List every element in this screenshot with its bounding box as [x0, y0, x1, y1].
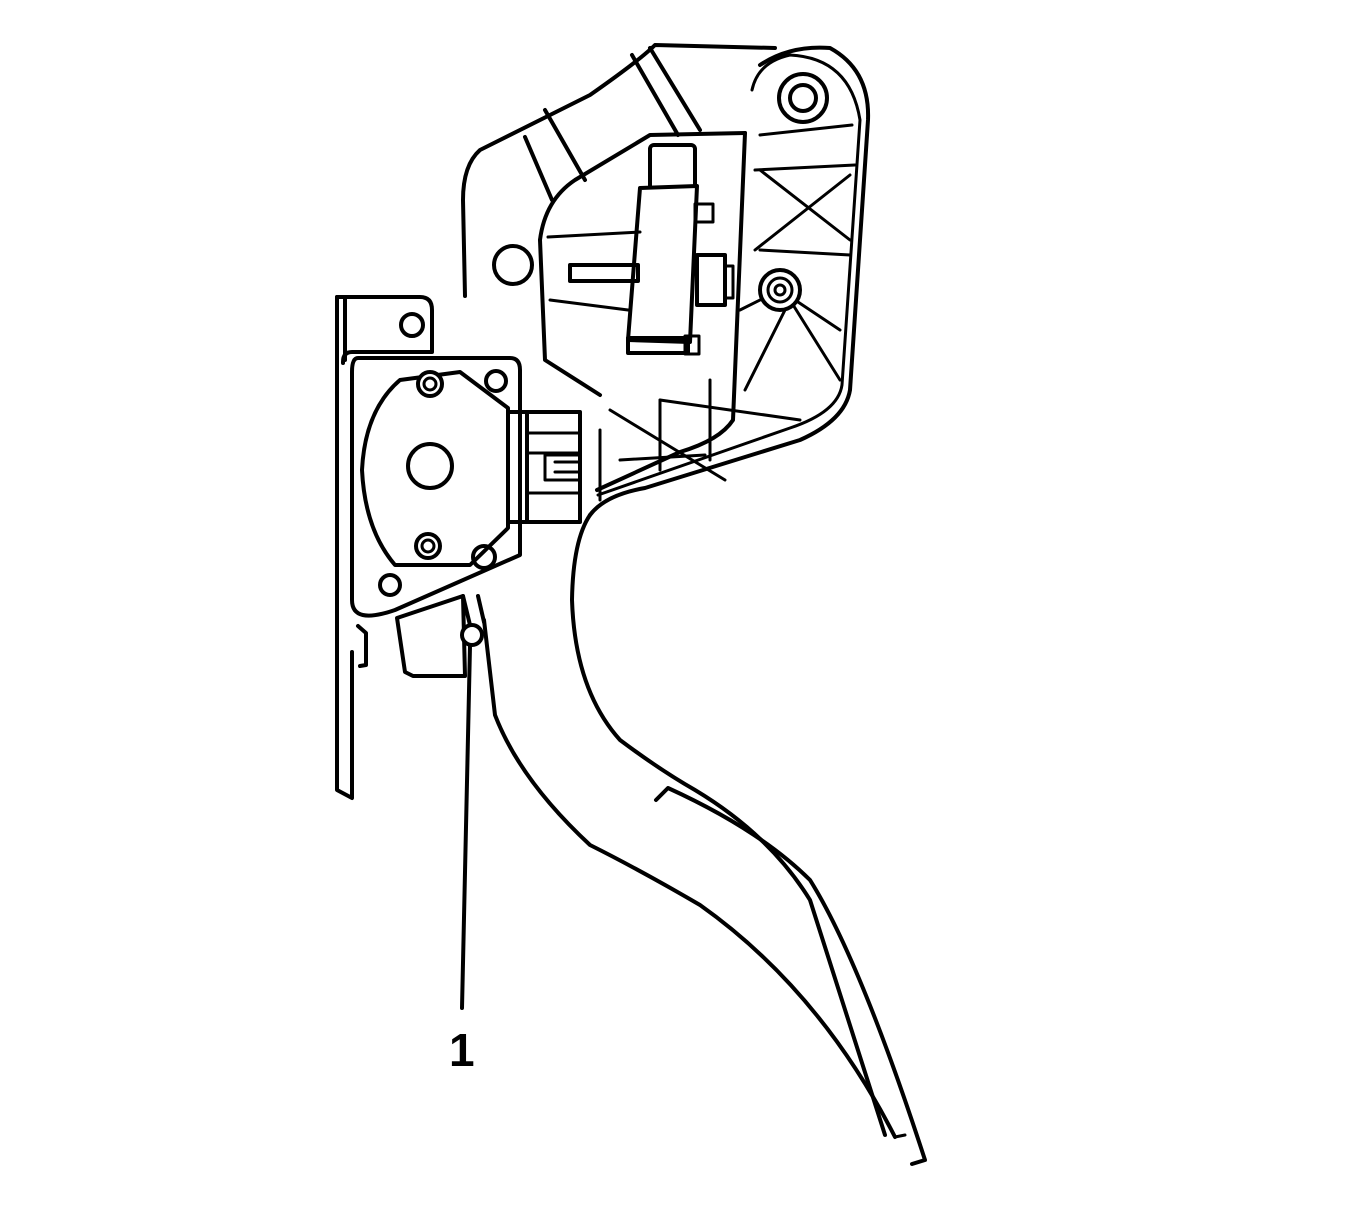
damper-cartridge	[546, 143, 735, 356]
position-sensor	[350, 356, 582, 678]
pedal-arm-truss	[588, 45, 871, 517]
pedal-pivot-pin	[460, 594, 486, 647]
pedal-lever	[482, 513, 927, 1166]
mounting-bracket	[335, 295, 434, 800]
callout-leader-line	[460, 644, 472, 1010]
callout-label-1: 1	[449, 1024, 475, 1076]
pedal-housing	[461, 43, 777, 397]
